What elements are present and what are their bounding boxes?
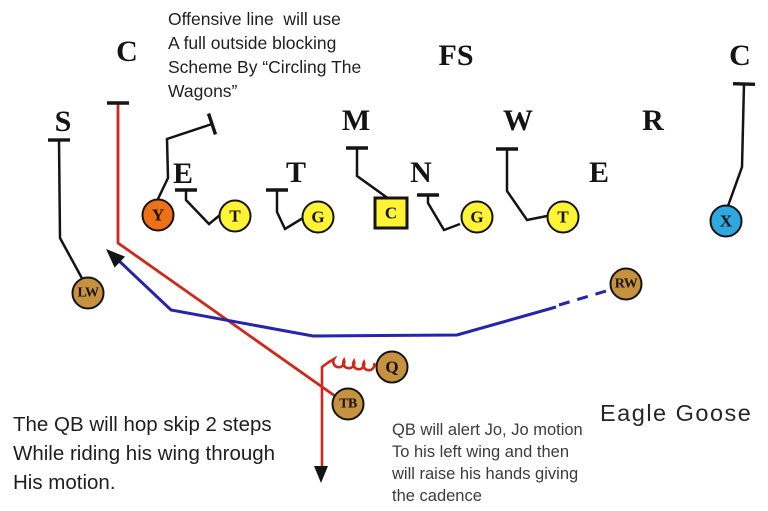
note-line: To his left wing and then <box>392 443 570 461</box>
offensive-line-note: Offensive line will use A full outside b… <box>168 7 361 103</box>
qb-drop-path <box>320 355 376 466</box>
lt-blocks-end <box>184 190 221 226</box>
note-line: will raise his hands giving <box>392 465 579 483</box>
defender-label-will-lb: W <box>503 104 533 137</box>
note-line: While riding his wing through <box>13 442 276 465</box>
qb-drop-arrowhead <box>314 466 328 483</box>
player-rt: T <box>546 200 580 234</box>
rg-blocks-nose <box>426 195 461 232</box>
defender-label-free-safety: FS <box>438 39 474 72</box>
x-blocks-corner <box>726 83 746 207</box>
x-blocks-corner-cap <box>732 82 756 86</box>
defender-label-mike-lb: M <box>341 104 371 137</box>
jet-motion-arrowhead <box>106 249 125 268</box>
player-rg: G <box>460 200 494 234</box>
defender-label-tackle: T <box>285 156 307 189</box>
defender-label-nose: N <box>410 156 432 189</box>
player-left-wing: LW <box>71 276 105 310</box>
note-line: Scheme By “Circling The <box>168 57 362 77</box>
note-line: Offensive line will use <box>168 9 341 29</box>
rw-jet-motion <box>114 256 557 338</box>
note-line: The QB will hop skip 2 steps <box>13 413 272 436</box>
player-lt: T <box>218 199 252 233</box>
player-center: C <box>373 196 409 230</box>
defender-label-end-left: E <box>172 157 194 190</box>
qb-hop-note: The QB will hop skip 2 steps While ridin… <box>13 410 275 497</box>
defender-label-corner-left: C <box>116 35 138 68</box>
note-line: QB will alert Jo, Jo motion <box>392 421 583 439</box>
note-line: A full outside blocking <box>168 33 337 53</box>
player-lg: G <box>301 200 335 234</box>
y-block-path-cap <box>206 113 218 135</box>
defender-label-safety-left: S <box>54 105 72 138</box>
play-name-label: Eagle Goose <box>600 400 753 426</box>
player-y-te: Y <box>141 198 175 232</box>
rt-blocks-will <box>505 149 548 222</box>
center-blocks-mike <box>355 148 390 201</box>
defender-label-corner-right: C <box>729 39 751 72</box>
y-block-path <box>155 122 213 202</box>
defender-label-rover: R <box>642 104 664 137</box>
player-tailback: TB <box>331 387 365 421</box>
cadence-note: QB will alert Jo, Jo motion To his left … <box>392 419 583 507</box>
defender-label-end-right: E <box>588 156 610 189</box>
rw-jet-motion-dashed <box>558 287 614 307</box>
note-line: Wagons” <box>168 81 238 101</box>
lw-blocks-safety <box>57 139 86 283</box>
note-line: His motion. <box>13 471 116 494</box>
lg-blocks-tackle <box>275 190 304 231</box>
player-x-wr: X <box>709 204 743 238</box>
player-right-wing: RW <box>609 267 643 301</box>
player-qb: Q <box>375 350 409 384</box>
note-line: the cadence <box>392 487 482 505</box>
tb-path-blocks-corner <box>116 103 336 398</box>
